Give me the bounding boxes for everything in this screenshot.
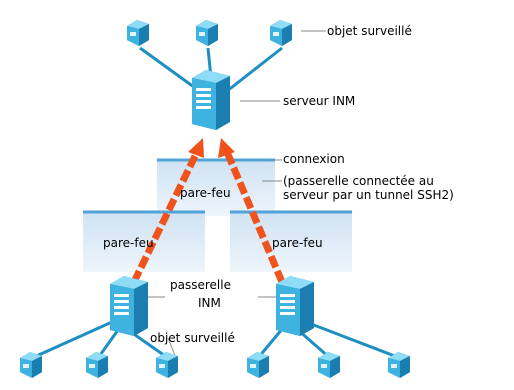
label-firewall-right: pare-feu <box>272 236 323 250</box>
gateway-icon <box>110 276 148 336</box>
arrow-head-right <box>218 138 235 158</box>
label-connection: connexion <box>283 152 345 166</box>
monitored-object-icon <box>247 352 269 378</box>
label-monitored-object-top: objet surveillé <box>327 24 412 38</box>
callout-lines <box>147 30 326 359</box>
monitored-object-icon <box>20 352 42 378</box>
gateway-icon <box>276 276 314 336</box>
label-monitored-object-bottom: objet surveillé <box>150 331 235 345</box>
label-gateway-1: passerelle <box>170 278 231 292</box>
tunnel-arrows <box>130 138 286 284</box>
label-firewall-center: pare-feu <box>180 186 231 200</box>
arrow-head-left <box>188 138 204 158</box>
monitored-object-icon <box>86 352 108 378</box>
label-inm-server: serveur INM <box>283 94 356 108</box>
monitored-object-icon <box>270 20 292 46</box>
monitored-object-icon <box>318 352 340 378</box>
label-gateway-2: INM <box>198 296 221 310</box>
label-connection-note-1: (passerelle connectée au <box>283 174 434 188</box>
monitored-object-icon <box>156 352 178 378</box>
label-firewall-left: pare-feu <box>103 236 154 250</box>
server-icon <box>192 70 230 130</box>
firewall-right <box>230 210 352 272</box>
label-connection-note-2: serveur par un tunnel SSH2) <box>283 188 454 202</box>
monitored-object-icon <box>196 20 218 46</box>
monitored-object-icon <box>127 20 149 46</box>
